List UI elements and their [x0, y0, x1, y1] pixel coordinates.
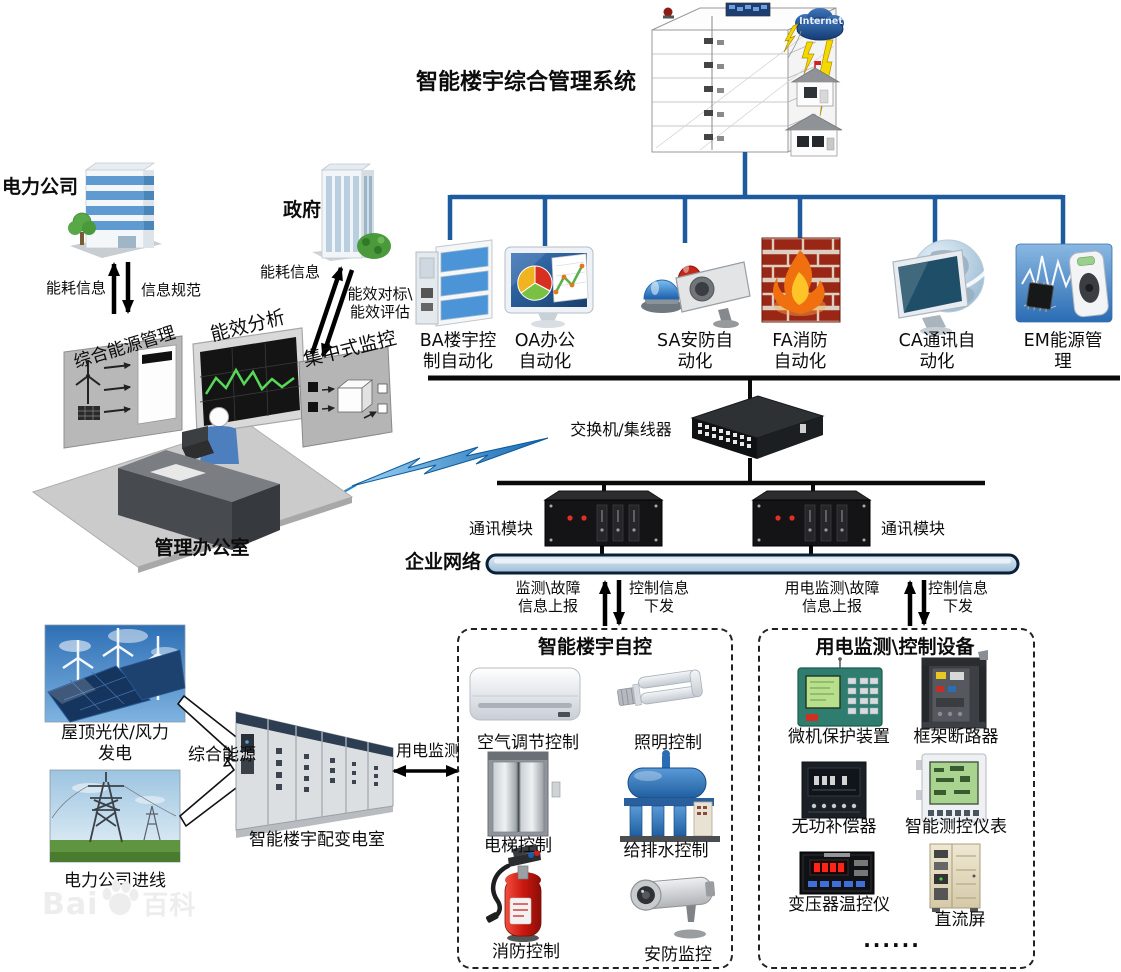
elevator-icon	[487, 751, 561, 837]
management-office-scene	[31, 327, 393, 573]
internet-cloud-icon	[795, 8, 844, 41]
oa-automation-icon	[504, 246, 594, 328]
subsystem-label-sa: SA安防自 动化	[657, 331, 733, 373]
fa-automation-icon	[761, 237, 841, 323]
frame-breaker-icon	[921, 650, 988, 729]
breaker-label: 框架断路器	[913, 727, 999, 747]
control-down-left-label: 控制信息 下发	[628, 579, 689, 616]
sa-automation-icon	[641, 261, 751, 328]
building-auto-title: 智能楼宇自控	[537, 636, 652, 658]
office-link-lightning-icon	[339, 437, 549, 495]
page-title: 智能楼宇综合管理系统	[415, 70, 636, 95]
power-company-label: 电力公司	[1, 176, 78, 198]
em-energy-icon	[1015, 243, 1113, 323]
monitor-fault-report-label: 监测\故障 信息上报	[515, 579, 581, 616]
central-monitor-board-icon	[298, 346, 393, 448]
meter-label: 智能测控仪表	[905, 817, 1007, 837]
transmission-tower-photo	[49, 769, 181, 863]
info-standard-label: 信息规范	[140, 281, 201, 299]
dome-camera-icon	[663, 7, 673, 17]
subsystem-label-oa: OA办公 自动化	[514, 331, 576, 373]
lightning-icon	[783, 23, 799, 53]
protection-relay-icon	[797, 657, 883, 727]
baidu-watermark: Bai 百科	[42, 878, 196, 922]
subsystem-label-fa: FA消防 自动化	[772, 331, 828, 373]
subsystem-label-ba: BA楼宇控 制自动化	[419, 331, 497, 373]
fire-control-label: 消防控制	[492, 942, 560, 962]
enterprise-network-label: 企业网络	[404, 551, 481, 573]
temp-controller-label: 变压器温控仪	[788, 895, 890, 915]
info-exchange-arrows	[108, 262, 355, 358]
water-pump-icon	[620, 750, 720, 842]
comm-module-icon	[543, 490, 664, 547]
campus-network-diagram	[651, 2, 844, 157]
bus-flow-arrows	[599, 580, 930, 626]
baidu-paw-icon	[102, 880, 139, 915]
reactive-compensator-icon	[801, 761, 867, 819]
enterprise-network-bar	[485, 553, 1020, 575]
government-label: 政府	[282, 199, 321, 221]
power-monitor-fault-report-label: 用电监测\故障 信息上报	[784, 579, 880, 616]
air-conditioner-icon	[469, 667, 581, 721]
cfl-bulb-icon	[617, 669, 703, 706]
transformer-temp-controller-icon	[799, 851, 875, 895]
power-monitor-title: 用电监测\控制设备	[815, 636, 975, 658]
pv-wind-label: 屋顶光伏/风力 发电	[61, 723, 169, 764]
government-building-icon	[312, 163, 391, 261]
comm-module-left-label: 通讯模块	[468, 519, 533, 538]
benchmark-eval-label: 能效对标\ 能效评估	[347, 285, 413, 322]
dc-panel-icon	[929, 843, 981, 912]
lighting-control-label: 照明控制	[634, 733, 702, 753]
pv-wind-photo	[44, 624, 186, 723]
subsystem-connector-lines	[447, 152, 1066, 246]
ca-automation-icon	[892, 239, 995, 335]
elevator-control-label: 电梯控制	[484, 836, 552, 856]
energy-mgmt-board-icon	[63, 335, 183, 449]
remote-house-icon	[784, 113, 843, 157]
power-monitoring-label: 用电监测	[395, 741, 460, 760]
subsystem-label-ca: CA通讯自 动化	[898, 331, 976, 373]
ac-control-label: 空气调节控制	[477, 733, 579, 753]
watermark-prefix: Bai	[42, 887, 99, 922]
dc-panel-label: 直流屏	[934, 910, 986, 930]
internet-label: Internet	[799, 16, 843, 27]
ba-automation-icon	[415, 239, 493, 327]
building-auto-box	[457, 628, 733, 969]
energy-info-left-label: 能耗信息	[45, 279, 106, 297]
security-camera-icon	[630, 876, 716, 939]
switch-label: 交换机/集线器	[570, 420, 672, 439]
control-down-right-label: 控制信息 下发	[927, 579, 988, 616]
power-monitor-box	[758, 628, 1035, 969]
more-devices-ellipsis: ......	[863, 928, 921, 952]
water-control-label: 给排水控制	[623, 841, 709, 861]
subsystem-label-em: EM能源管 理	[1023, 331, 1103, 373]
substation-room-icon	[235, 711, 394, 838]
integrated-energy-label: 综合能源	[188, 745, 256, 765]
fire-extinguisher-icon	[485, 844, 542, 942]
power-company-building-icon	[68, 162, 162, 258]
network-switch-icon	[690, 395, 825, 459]
compensator-label: 无功补偿器	[791, 817, 877, 837]
control-screens-cluster	[725, 2, 771, 17]
watermark-suffix: 百科	[142, 891, 197, 921]
substation-label: 智能楼宇配变电室	[249, 830, 385, 850]
comm-module-icon	[751, 490, 872, 547]
lightning-icon	[801, 41, 815, 75]
comm-module-right-label: 通讯模块	[880, 519, 945, 538]
energy-info-right-label: 能耗信息	[259, 263, 320, 281]
relay-label: 微机保护装置	[788, 727, 890, 747]
smart-meter-icon	[916, 753, 987, 823]
security-monitor-label: 安防监控	[644, 945, 712, 965]
office-label: 管理办公室	[154, 537, 250, 559]
operator-desk-icon	[118, 407, 280, 550]
remote-house-icon	[790, 61, 841, 107]
